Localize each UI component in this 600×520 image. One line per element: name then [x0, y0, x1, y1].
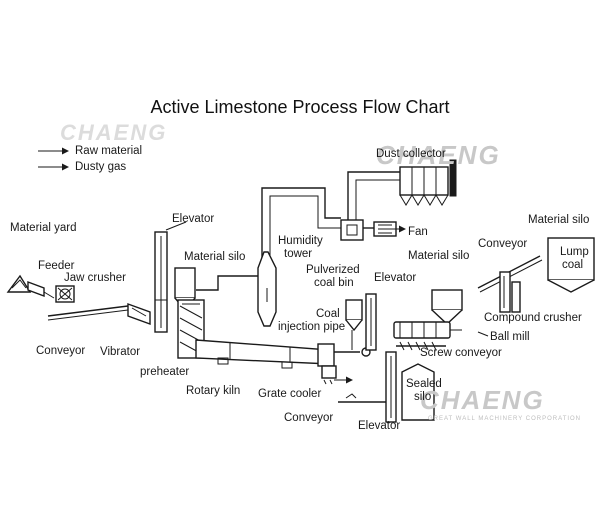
label-pulverized-coal-bin-1: Pulverized	[306, 264, 360, 276]
watermark-bottom: CHAENG	[420, 385, 545, 415]
fan	[340, 219, 406, 241]
elevator-left	[154, 231, 168, 333]
jaw-crusher	[55, 285, 75, 303]
label-ball-mill: Ball mill	[490, 331, 530, 343]
watermark-subtext: GREAT WALL MACHINERY CORPORATION	[428, 416, 582, 422]
label-pulverized-coal-bin-2: coal bin	[314, 277, 354, 289]
label-feeder: Feeder	[38, 260, 75, 272]
coal-injection-pipe	[317, 330, 371, 367]
ball-mill	[393, 321, 462, 339]
preheater	[177, 299, 205, 359]
label-jaw-crusher: Jaw crusher	[64, 272, 126, 284]
label-elevator-mid: Elevator	[374, 272, 417, 284]
ball-mill-leader	[477, 331, 489, 337]
label-humidity-tower-2: tower	[284, 248, 313, 260]
grate-cooler	[321, 365, 353, 385]
watermark-top: CHAENG	[376, 140, 501, 170]
label-vibrator: Vibrator	[100, 346, 141, 358]
label-rotary-kiln: Rotary kiln	[186, 385, 241, 397]
label-lump-coal-1: Lump	[560, 246, 589, 258]
conveyor-bottom	[338, 393, 392, 403]
duct-to-dust-collector-inner	[355, 179, 400, 222]
gas-duct	[196, 187, 341, 291]
label-material-silo-mid: Material silo	[408, 250, 470, 262]
label-material-yard: Material yard	[10, 222, 77, 234]
rotary-kiln	[195, 339, 331, 369]
material-silo-mid	[431, 289, 463, 325]
sealed-silo	[401, 363, 435, 421]
legend-raw-material-label: Raw material	[75, 145, 143, 157]
gas-duct-inner	[269, 195, 341, 258]
elevator-bottom	[385, 351, 397, 423]
material-yard	[6, 274, 32, 293]
label-elevator-bottom: Elevator	[358, 420, 401, 432]
watermark-upper-left: CHAENG	[60, 120, 168, 145]
page-title: Active Limestone Process Flow Chart	[150, 97, 450, 117]
label-fan: Fan	[408, 226, 428, 238]
feeder	[27, 280, 55, 299]
elevator-left-leader	[165, 221, 187, 231]
label-sealed-silo-1: Sealed	[406, 378, 442, 390]
label-grate-cooler: Grate cooler	[258, 388, 322, 400]
screw-conveyor	[396, 341, 446, 351]
label-preheater: preheater	[140, 366, 190, 378]
elevator-mid	[365, 293, 377, 351]
label-sealed-silo-2: silo	[414, 391, 432, 403]
legend-dusty-gas-label: Dusty gas	[75, 161, 127, 173]
label-coal-injection-pipe-2: injection pipe	[278, 321, 346, 333]
label-conveyor-bottom: Conveyor	[284, 412, 334, 424]
compound-crusher	[499, 271, 521, 313]
vibrator	[127, 303, 151, 325]
label-lump-coal-2: coal	[562, 259, 584, 271]
label-material-silo-left: Material silo	[184, 251, 246, 263]
dust-collector	[399, 159, 457, 206]
humidity-tower	[257, 251, 277, 327]
label-compound-crusher: Compound crusher	[484, 312, 582, 324]
conveyor-left	[47, 305, 129, 321]
label-screw-conveyor: Screw conveyor	[420, 347, 502, 359]
pulverized-coal-bin	[345, 299, 363, 332]
label-elevator-left: Elevator	[172, 213, 215, 225]
label-dust-collector: Dust collector	[376, 148, 446, 160]
label-conveyor-left: Conveyor	[36, 345, 86, 357]
label-humidity-tower-1: Humidity	[278, 235, 323, 247]
label-conveyor-right: Conveyor	[478, 238, 528, 250]
label-material-silo-right: Material silo	[528, 214, 590, 226]
label-coal-injection-pipe-1: Coal	[316, 308, 340, 320]
lump-coal-silo	[547, 237, 595, 293]
duct-to-dust-collector	[347, 171, 400, 222]
